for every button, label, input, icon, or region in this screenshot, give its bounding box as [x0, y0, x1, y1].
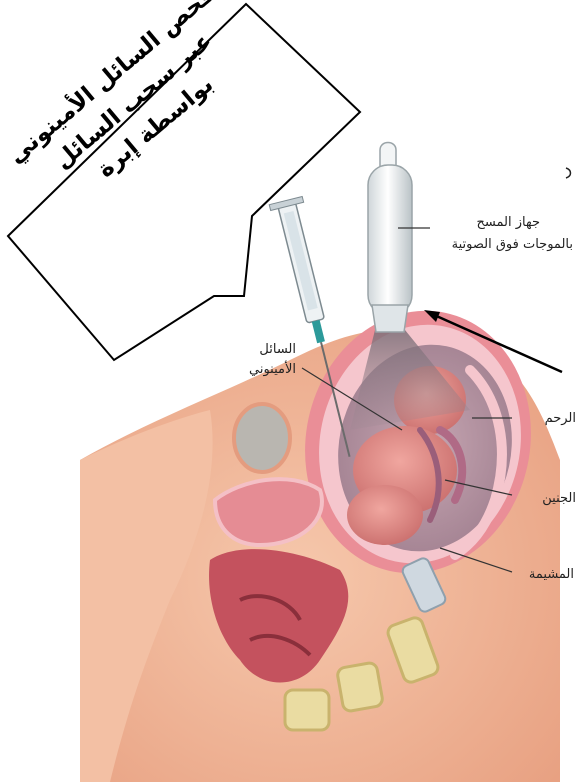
- label-fetus: الجنين: [516, 490, 576, 507]
- label-amniotic-line2: الأمينوني: [218, 361, 296, 378]
- label-amniotic-line1: السائل: [218, 341, 296, 358]
- ultrasound-probe: [368, 143, 412, 333]
- bladder: [234, 404, 290, 472]
- corner-mark: [566, 168, 571, 178]
- label-placenta: المشيمة: [508, 566, 574, 583]
- label-ultrasound-line2: بالموجات فوق الصوتية: [428, 236, 573, 253]
- label-ultrasound-line1: جهاز المسح: [440, 214, 540, 231]
- label-uterus: الرحم: [516, 410, 576, 427]
